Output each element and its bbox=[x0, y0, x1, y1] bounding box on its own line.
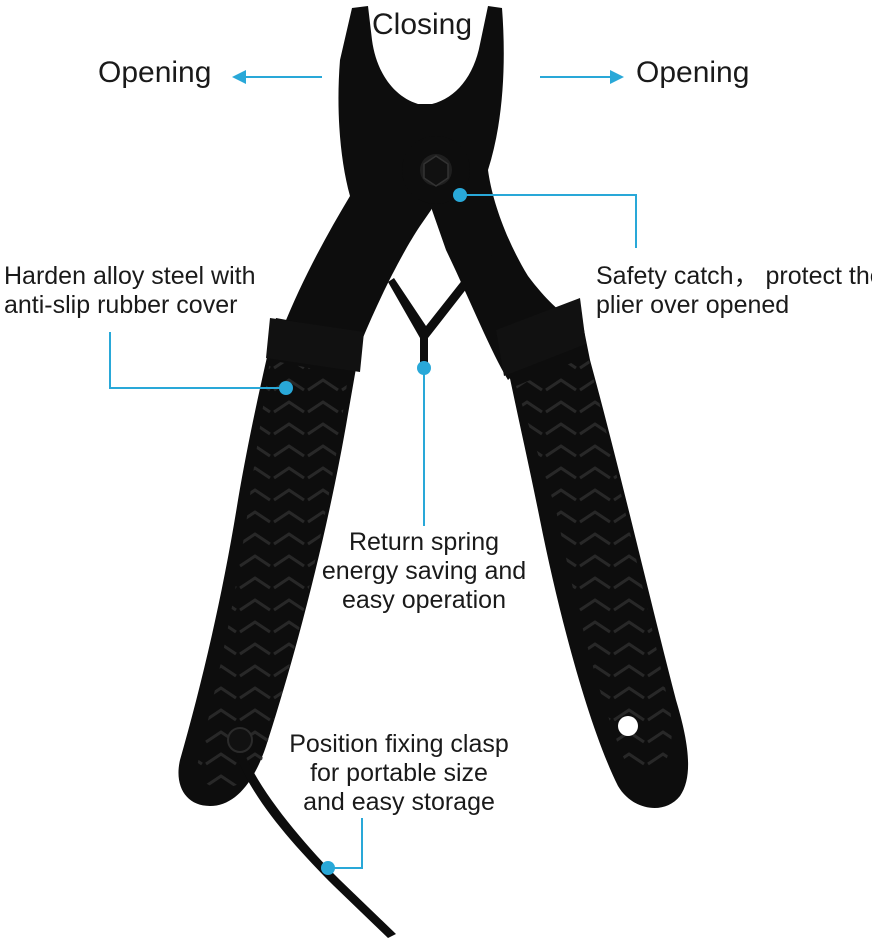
closing-label: Closing bbox=[372, 8, 473, 41]
return-spring bbox=[388, 250, 492, 372]
fixing-clasp-line-1: Position fixing clasp bbox=[289, 730, 509, 758]
fixing-clasp-dot bbox=[321, 861, 335, 875]
opening-right-label: Opening bbox=[636, 56, 750, 89]
fixing-clasp-wire bbox=[232, 740, 396, 938]
fixing-clasp-label: Position fixing clasp for portable size … bbox=[286, 730, 512, 817]
fixing-clasp-line-2: for portable size bbox=[310, 759, 488, 787]
opening-right-arrowhead bbox=[610, 70, 624, 84]
handle-cover-dot bbox=[279, 381, 293, 395]
safety-catch-line-1: Safety catch， protect the bbox=[596, 262, 872, 290]
safety-catch-dot bbox=[453, 188, 467, 202]
right-handle-grip bbox=[496, 298, 689, 809]
return-spring-label: Return spring energy saving and easy ope… bbox=[314, 528, 534, 615]
handle-cover-line-2: anti-slip rubber cover bbox=[4, 291, 238, 319]
return-spring-dot bbox=[417, 361, 431, 375]
return-spring-line-3: easy operation bbox=[341, 586, 506, 614]
fixing-clasp-line-3: and easy storage bbox=[303, 788, 495, 816]
left-handle-grip bbox=[178, 318, 364, 806]
fixing-clasp-callout bbox=[328, 818, 363, 869]
return-spring-line-2: energy saving and bbox=[321, 557, 527, 585]
safety-catch-callout bbox=[460, 194, 637, 248]
handle-cover-callout bbox=[109, 332, 286, 389]
left-metal-arm bbox=[282, 6, 438, 340]
opening-left-label: Opening bbox=[98, 56, 212, 89]
opening-left-arrowhead bbox=[232, 70, 246, 84]
return-spring-line-1: Return spring bbox=[348, 528, 500, 556]
safety-catch-line-2: plier over opened bbox=[596, 291, 790, 319]
safety-catch-label: Safety catch， protect the plier over ope… bbox=[596, 262, 872, 320]
handle-cover-line-1: Harden alloy steel with bbox=[4, 262, 256, 290]
handle-cover-label: Harden alloy steel with anti-slip rubber… bbox=[4, 262, 256, 320]
